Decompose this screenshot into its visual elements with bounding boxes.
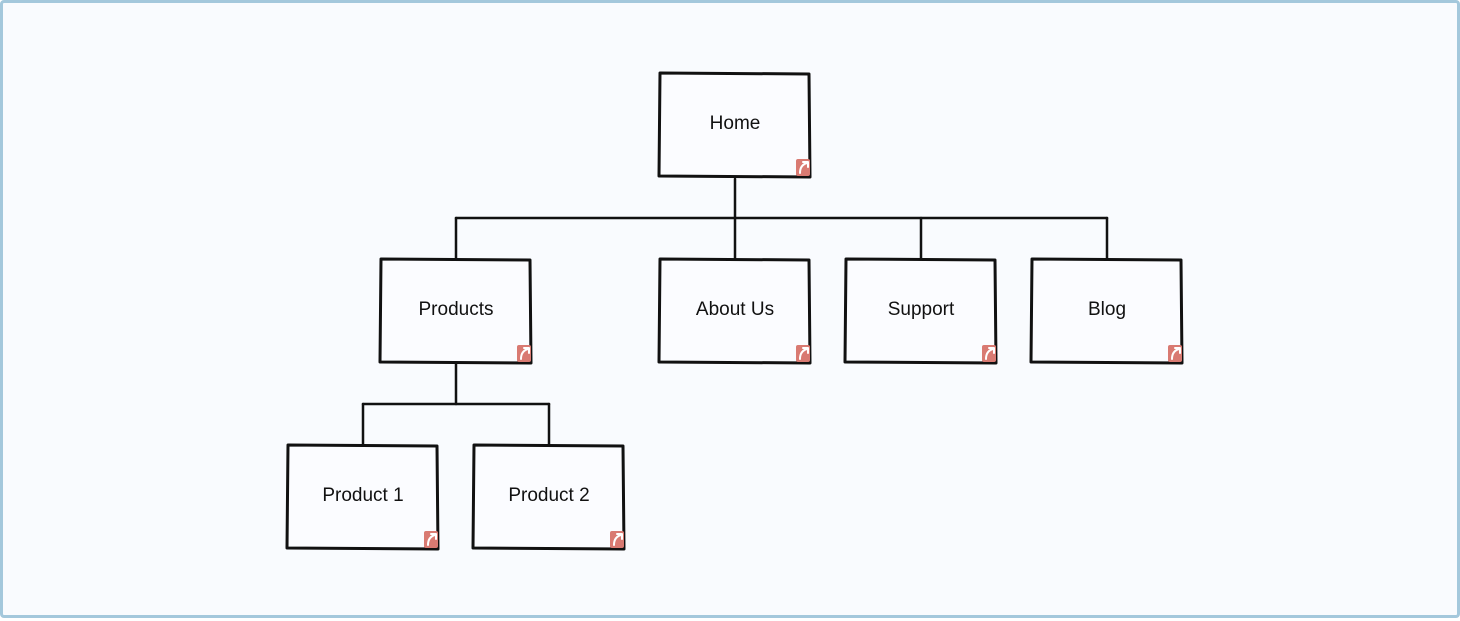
link-arrow-icon[interactable] (982, 345, 996, 362)
node-products-label: Products (419, 299, 494, 320)
node-product-1-box (285, 443, 440, 551)
node-about-us-label: About Us (696, 299, 774, 320)
node-product-1-label: Product 1 (322, 485, 403, 506)
node-product-1[interactable]: Product 1 (285, 443, 440, 551)
node-home-label: Home (710, 113, 761, 134)
node-home[interactable]: Home (657, 71, 812, 179)
link-arrow-icon[interactable] (1168, 345, 1182, 362)
link-arrow-icon[interactable] (517, 345, 531, 362)
sitemap-diagram: Home Products About Us (285, 71, 1184, 551)
node-products-box (378, 257, 533, 365)
node-support[interactable]: Support (843, 257, 998, 365)
node-product-2[interactable]: Product 2 (471, 443, 626, 551)
node-support-box (843, 257, 998, 365)
node-product-2-box (471, 443, 626, 551)
node-about-us-box (657, 257, 812, 365)
link-arrow-icon[interactable] (796, 159, 810, 176)
node-support-label: Support (888, 299, 955, 320)
link-arrow-icon[interactable] (610, 531, 624, 548)
node-home-box (657, 71, 812, 179)
node-blog-label: Blog (1088, 299, 1126, 320)
node-product-2-label: Product 2 (508, 485, 589, 506)
node-blog[interactable]: Blog (1029, 257, 1184, 365)
connectors (361, 177, 1109, 447)
link-arrow-icon[interactable] (796, 345, 810, 362)
node-products[interactable]: Products (378, 257, 533, 365)
node-blog-box (1029, 257, 1184, 365)
link-arrow-icon[interactable] (424, 531, 438, 548)
node-about-us[interactable]: About Us (657, 257, 812, 365)
